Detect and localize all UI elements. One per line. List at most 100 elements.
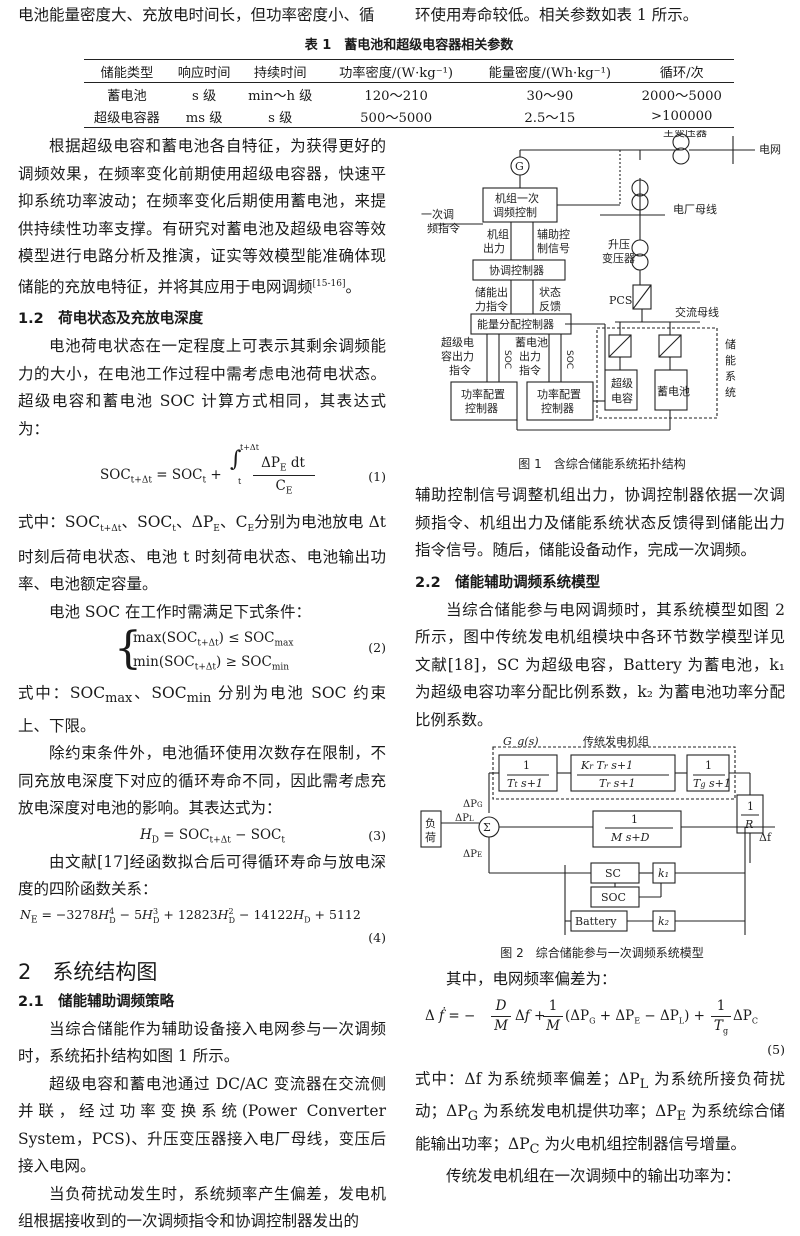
table-1: 表 1 蓄电池和超级电容器相关参数 储能类型 响应时间 持续时间 功率密度/(W… [84, 34, 734, 128]
label: 超级电 [441, 335, 474, 349]
table-cell: 2.5～15 [470, 105, 630, 128]
left-column: 根据超级电容和蓄电池各自特征，为获得更好的调频效果，在频率变化前期使用超级电容器… [18, 133, 386, 1236]
table-row: 蓄电池 s 级 min～h 级 120～210 30～90 2000～5000 [84, 83, 734, 106]
paragraph: 辅助控制信号调整机组出力，协调控制器依据一次调频指令、机组出力及储能系统状态反馈… [415, 486, 785, 559]
label: 升压 [608, 238, 630, 251]
label: 一次调 [421, 207, 454, 221]
paragraph: 其中，电网频率偏差为： [446, 970, 617, 988]
label: 变压器 [602, 251, 635, 265]
table-cell: ms 级 [169, 105, 239, 128]
section-heading: 2 系统结构图 [18, 959, 158, 984]
label: 电厂母线 [673, 202, 717, 216]
left-top-line: 电池能量密度大、充放电时间长，但功率密度小、循 [18, 6, 375, 24]
section-heading: 2.1 储能辅助调频策略 [18, 993, 175, 1010]
table-cell: min～h 级 [248, 88, 313, 104]
right-column-lower: 其中，电网频率偏差为： Δ ḟ = − D M Δf + 1 M (ΔPG + … [415, 966, 785, 1191]
label: SOC [502, 350, 512, 369]
svg-text:1: 1 [747, 800, 754, 813]
label: 反馈 [539, 300, 561, 313]
generator-label: G [515, 160, 524, 173]
equation-number: (2) [368, 640, 386, 656]
right-top-line: 环使用寿命较低。相关参数如表 1 所示。 [415, 6, 699, 24]
paragraph: 超级电容和蓄电池通过 DC/AC 变流器在交流侧并联，经过功率变换系统(Powe… [18, 1074, 386, 1176]
label: 状态 [539, 285, 561, 299]
paragraph: 电池荷电状态在一定程度上可表示其剩余调频能力的大小，在电池工作过程中需考虑电池荷… [18, 337, 386, 438]
label: SOC [601, 891, 626, 904]
table-cell: 2000～5000 [641, 88, 722, 104]
label: 控制器 [541, 401, 574, 415]
equation-2: { max(SOCt+Δt) ≤ SOCmax min(SOCt+Δt) ≥ S… [114, 623, 386, 675]
equation-number: (5) [767, 1041, 785, 1057]
paragraph: 由文献[17]经函数拟合后可得循环寿命与放电深度的四阶函数关系： [18, 852, 386, 899]
label: SC [605, 867, 621, 880]
svg-text:Kr Tr s+1: Kr Tr s+1 [580, 759, 633, 772]
svg-text:Tg s+1: Tg s+1 [693, 777, 731, 790]
table-header: 功率密度/(W·kg⁻¹) [322, 59, 471, 83]
label: Δf [759, 831, 772, 844]
equation-number: (4) [368, 929, 386, 945]
label: 辅助控 [537, 227, 570, 241]
figure-caption: 图 1 含综合储能系统拓扑结构 [518, 456, 685, 471]
table: 储能类型 响应时间 持续时间 功率密度/(W·kg⁻¹) 能量密度/(Wh·kg… [84, 59, 734, 128]
figure-caption: 图 2 综合储能参与一次调频系统模型 [500, 945, 703, 960]
label: 机组 [487, 227, 509, 241]
label: 功率配置 [461, 387, 505, 401]
svg-text:ΔPL: ΔPL [455, 813, 474, 824]
label: 力指令 [475, 299, 508, 313]
paragraph: 当综合储能作为辅助设备接入电网参与一次调频时，系统拓扑结构如图 1 所示。 [18, 1019, 386, 1066]
label: 调频控制 [493, 205, 537, 219]
figure-1-topology: G 主变压器 电网 电厂母线 升压 变压器 PCS 交流母线 一次调 频指令 机… [421, 130, 781, 471]
paragraph: 当负荷扰动发生时，系统频率产生偏差，发电机组根据接收到的一次调频指令和协调控制器… [18, 1184, 386, 1231]
table-header: 响应时间 [169, 59, 239, 83]
label: 储 [725, 337, 736, 351]
label: 超级 [611, 376, 633, 390]
table-cell: 30～90 [526, 88, 574, 104]
paragraph: 式中：SOCmax、SOCmin 分别为电池 SOC 约束上、下限。 [18, 684, 387, 735]
table-cell: >100000 [629, 105, 734, 128]
svg-text:1: 1 [705, 759, 712, 772]
svg-text:1: 1 [523, 759, 530, 772]
table-cell: s 级 [238, 105, 323, 128]
table-header: 持续时间 [238, 59, 323, 83]
paragraph: 当综合储能参与电网调频时，其系统模型如图 2 所示，图中传统发电机组模块中各环节… [415, 600, 785, 729]
svg-text:ΔPG: ΔPG [463, 799, 483, 810]
paragraph: 根据超级电容和蓄电池各自特征，为获得更好的调频效果，在频率变化前期使用超级电容器… [18, 137, 386, 296]
figure-2-model: G_g(s) 传统发电机组 1 Tt s+1 Kr Tr s+1 Tr s+1 … [420, 735, 775, 960]
label: PCS [609, 294, 632, 307]
label: 出力 [483, 241, 505, 255]
svg-text:Tr s+1: Tr s+1 [599, 777, 636, 790]
svg-text:R: R [744, 818, 753, 831]
equation-number: (1) [368, 469, 386, 485]
label: k₁ [658, 867, 669, 880]
svg-text:Σ: Σ [483, 821, 491, 834]
paragraph: 式中：SOCt+Δt、SOCt、ΔPE、CE分别为电池放电 Δt 时刻后荷电状态… [18, 513, 386, 594]
equation-1: SOCt+Δt = SOCt + ∫ t+Δt t ΔPE dt CE (1) [100, 443, 386, 497]
label: G_g(s) [503, 735, 539, 748]
table-header: 循环/次 [629, 59, 734, 83]
label: 电容 [611, 391, 633, 405]
table-cell: 超级电容器 [84, 105, 170, 128]
svg-text:M s+D: M s+D [610, 831, 650, 844]
label: 制信号 [537, 242, 570, 255]
table-cell: 蓄电池 [107, 88, 147, 104]
table-row: 超级电容器 ms 级 s 级 500～5000 2.5～15 >100000 [84, 105, 734, 128]
label: Battery [575, 915, 617, 928]
equation-5: Δ ḟ = − D M Δf + 1 M (ΔPG + ΔPE − ΔPL) +… [425, 997, 785, 1057]
label: 控制器 [465, 401, 498, 415]
table-cell: 120～210 [364, 88, 428, 104]
section-heading: 2.2 储能辅助调频系统模型 [415, 574, 601, 591]
label: 容出力 [441, 349, 474, 363]
table-cell: s 级 [192, 88, 217, 104]
label: 频指令 [427, 221, 460, 235]
label: 储能出 [475, 285, 508, 299]
paragraph: 电池 SOC 在工作时需满足下式条件： [49, 602, 312, 621]
label: 系 [725, 370, 736, 383]
label: 电网 [759, 143, 781, 156]
label: 出力 [519, 349, 541, 363]
label: 蓄电池 [657, 385, 690, 398]
label: 功率配置 [537, 387, 581, 401]
label: 荷 [425, 831, 436, 844]
label: 交流母线 [675, 305, 719, 319]
section-heading: 1.2 荷电状态及充放电深度 [18, 311, 204, 328]
svg-text:1: 1 [631, 813, 638, 826]
